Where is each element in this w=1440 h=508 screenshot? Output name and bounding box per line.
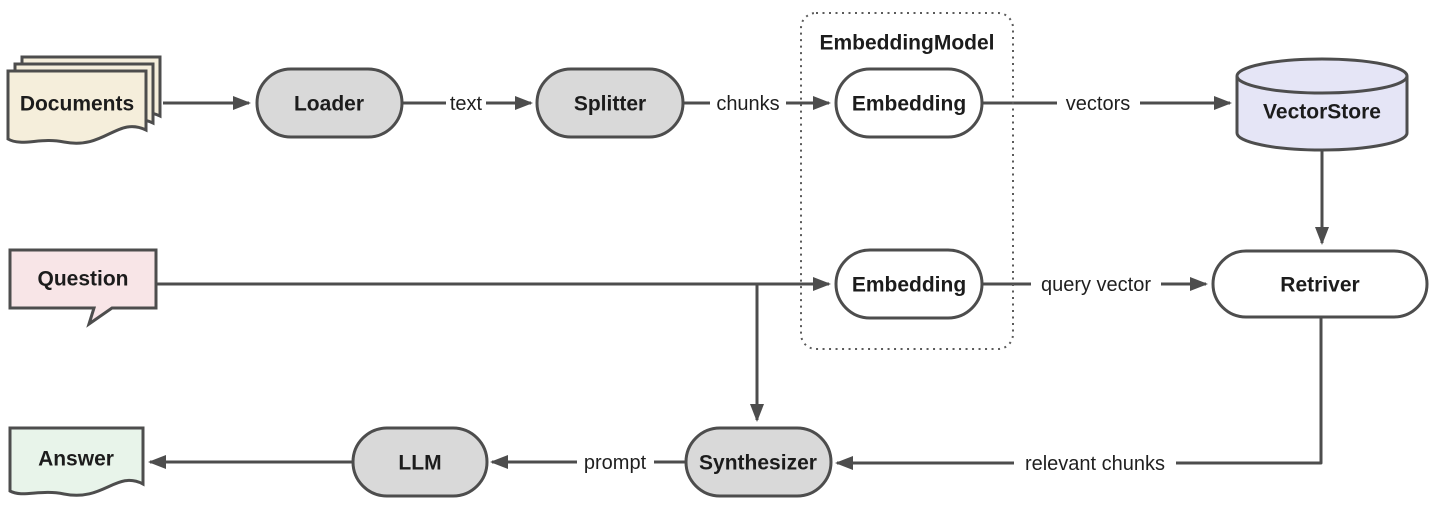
- llm-node: LLM: [351, 426, 489, 498]
- embedding-query-pill: [834, 248, 984, 320]
- embedding-model-group-title: EmbeddingModel: [820, 32, 995, 55]
- edge-label-text: text: [450, 93, 483, 115]
- embedding-index-pill: [834, 67, 984, 139]
- splitter-pill: [535, 67, 685, 139]
- answer-node: Answer: [8, 426, 145, 497]
- loader-node: Loader: [255, 67, 404, 139]
- edges-layer: [148, 96, 1329, 470]
- llm-pill: [351, 426, 489, 498]
- documents-node: Documents: [6, 55, 162, 145]
- splitter-label: Splitter: [574, 93, 646, 116]
- embedding-query-label: Embedding: [852, 274, 966, 297]
- synthesizer-label: Synthesizer: [699, 452, 817, 475]
- edge-retriver-to-relevantchunks-label: [1176, 318, 1323, 465]
- edge-label-query-vector: query vector: [1041, 274, 1151, 296]
- vectorstore-label: VectorStore: [1263, 101, 1381, 124]
- vectorstore-node: VectorStore: [1235, 57, 1409, 152]
- synthesizer-node: Synthesizer: [684, 426, 833, 498]
- retriver-pill: [1211, 249, 1429, 319]
- answer-document: [8, 426, 145, 497]
- embedding-query-node: Embedding: [834, 248, 984, 320]
- synthesizer-pill: [684, 426, 833, 498]
- documents-label: Documents: [20, 93, 134, 116]
- answer-label: Answer: [38, 448, 114, 471]
- retriver-label: Retriver: [1280, 274, 1359, 297]
- embedding-index-node: Embedding: [834, 67, 984, 139]
- edge-label-relevant-chunks: relevant chunks: [1025, 453, 1165, 475]
- question-bubble: [8, 248, 158, 328]
- edge-label-prompt: prompt: [584, 452, 647, 474]
- embedding-index-label: Embedding: [852, 93, 966, 116]
- vectorstore-cylinder-top: [1235, 57, 1409, 95]
- documents-page-front: [6, 69, 148, 145]
- llm-label: LLM: [398, 452, 441, 475]
- loader-label: Loader: [294, 93, 364, 116]
- edge-label-vectors: vectors: [1066, 93, 1130, 115]
- vectorstore-cylinder-body: [1235, 76, 1409, 152]
- edge-label-chunks: chunks: [716, 93, 779, 115]
- question-label: Question: [37, 268, 128, 291]
- edge-labels-layer: text chunks vectors query vector relevan…: [450, 93, 1165, 475]
- question-node: Question: [8, 248, 158, 328]
- embedding-model-group-border: [800, 12, 1014, 350]
- retriver-node: Retriver: [1211, 249, 1429, 319]
- splitter-node: Splitter: [535, 67, 685, 139]
- embedding-model-group: EmbeddingModel: [800, 12, 1014, 350]
- loader-pill: [255, 67, 404, 139]
